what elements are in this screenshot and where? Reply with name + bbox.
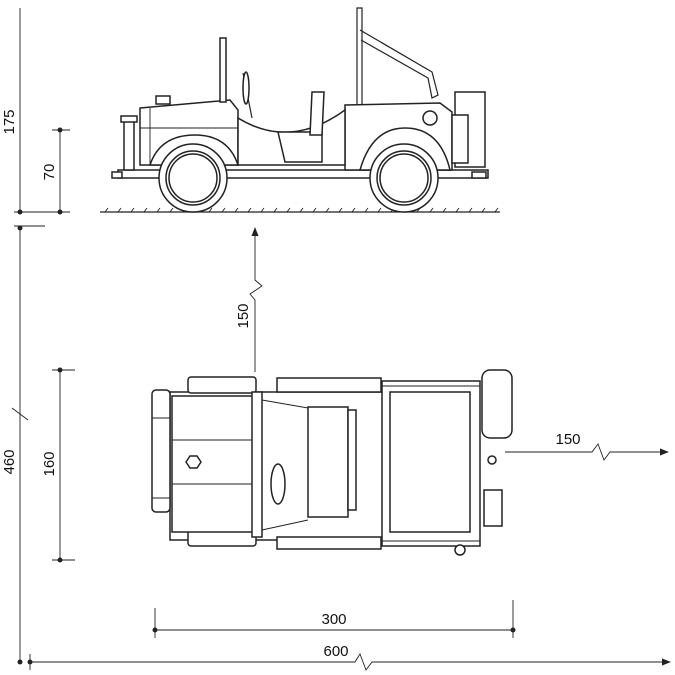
windscreen-post: [219, 37, 227, 103]
steering-wheel-top: [270, 463, 286, 505]
length-300-label: 300: [321, 611, 346, 628]
front-wheel: [158, 143, 228, 213]
hood-top: [171, 395, 255, 533]
roll-bar: [356, 7, 363, 105]
seat-back: [309, 91, 325, 136]
front-bumper: [151, 389, 171, 513]
rear-box: [483, 489, 503, 527]
top-view: [151, 369, 513, 556]
width-460-label: 460: [1, 449, 18, 474]
spare-wheel-top: [481, 369, 513, 439]
dim-rear-150: 150: [505, 431, 669, 461]
length-600-label: 600: [323, 643, 348, 660]
side-panel-left: [276, 377, 382, 393]
windscreen-bar: [251, 391, 263, 538]
seat-top: [307, 406, 349, 518]
fuel-cap: [422, 110, 438, 126]
front-150-label: 150: [235, 303, 252, 328]
side-view: [100, 7, 500, 213]
rear-wheel: [369, 143, 439, 213]
width-160-label: 160: [41, 451, 58, 476]
side-panel-right: [276, 536, 382, 550]
dim-height-175: 175: [1, 8, 70, 215]
dim-height-70: 70: [41, 127, 70, 212]
dim-width-160: 160: [41, 367, 75, 563]
steering-wheel: [242, 71, 250, 105]
dim-front-150: 150: [235, 227, 263, 372]
dim-length-300: 300: [152, 600, 516, 638]
hex-nut: [185, 455, 202, 469]
rear-tub-inner: [389, 391, 471, 533]
front-post: [123, 119, 135, 171]
dim-length-600: 600: [27, 643, 671, 671]
front-fender-left: [187, 376, 257, 394]
seat: [277, 131, 323, 163]
height-175-label: 175: [1, 109, 18, 134]
rear-150-label: 150: [555, 431, 580, 448]
height-70-label: 70: [41, 164, 58, 181]
dim-width-460: 460: [1, 225, 45, 665]
